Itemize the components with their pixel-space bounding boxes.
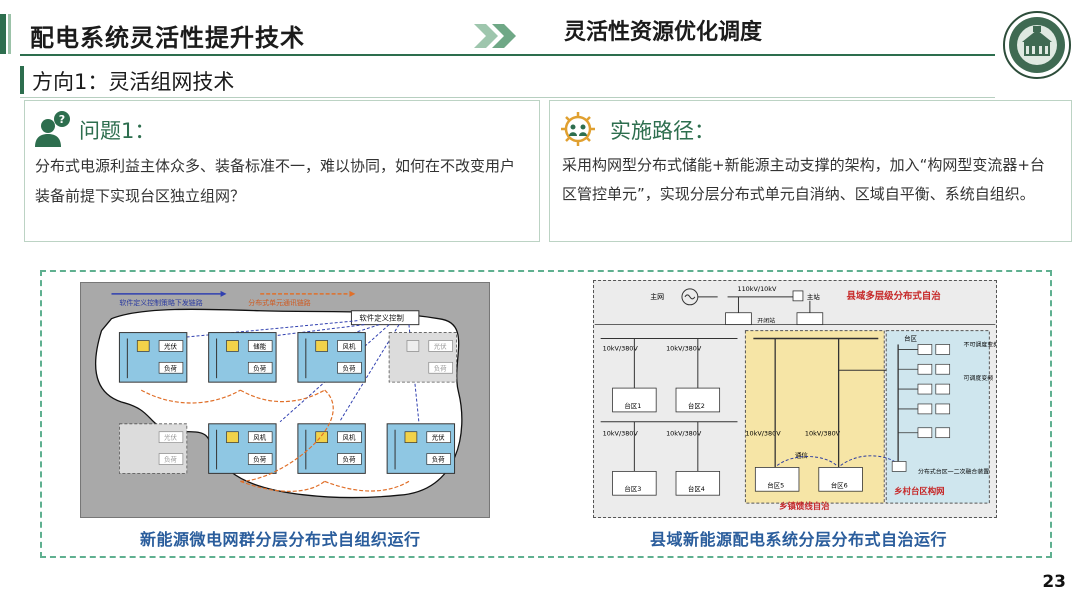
svg-text:台区5: 台区5 <box>767 480 784 489</box>
solution-box: 实施路径： 采用构网型分布式储能+新能源主动支撑的架构，加入“构网型变流器+台区… <box>549 100 1072 242</box>
tr-label-2: 10kV/380V <box>666 344 702 352</box>
svg-text:负荷: 负荷 <box>343 363 356 372</box>
svg-text:负荷: 负荷 <box>253 363 266 372</box>
svg-text:负荷: 负荷 <box>164 363 177 372</box>
svg-text:软件定义控制策略下发链路: 软件定义控制策略下发链路 <box>119 298 202 307</box>
svg-text:光伏: 光伏 <box>164 341 177 350</box>
direction-heading: 方向1：灵活组网技术 <box>32 70 235 94</box>
header-accent-bar <box>0 14 6 54</box>
header-accent-bar-light <box>8 14 11 54</box>
header-divider <box>20 54 995 56</box>
area-box-4: 台区4 <box>675 421 721 496</box>
tr-label-6: 10kV/380V <box>805 430 841 438</box>
fusion-device-icon <box>891 461 907 472</box>
communication-links <box>140 389 410 492</box>
solution-text: 采用构网型分布式储能+新能源主动支撑的架构，加入“构网型变流器+台区管控单元”，… <box>562 156 1045 203</box>
gear-people-icon <box>561 112 595 146</box>
main-station-icon <box>792 290 804 302</box>
figure-panel <box>40 270 1052 558</box>
controller-label: 软件定义控制 <box>359 313 404 323</box>
fusion-device-label: 分布式台区一二次融合装置 <box>918 467 989 475</box>
page-title: 配电系统灵活性提升技术 <box>30 24 305 52</box>
svg-text:风机: 风机 <box>343 341 356 350</box>
unit-8: 光伏 负荷 <box>386 423 456 474</box>
county-title-label: 县域多层级分布式自治 <box>847 290 942 302</box>
main-grid-label: 主网 <box>650 292 664 301</box>
problem-box: ? 问题1： 分布式电源利益主体众多、装备标准不一，难以协同，如何在不改变用户装… <box>24 100 540 242</box>
tr-label-1: 10kV/380V <box>603 344 639 352</box>
tr-label-5: 10kV/380V <box>745 430 781 438</box>
left-figure-caption: 新能源微电网群分层分布式自组织运行 <box>140 530 421 549</box>
switch-station-left <box>725 312 752 326</box>
svg-text:台区1: 台区1 <box>624 401 641 410</box>
unit-6: 风机 负荷 <box>208 423 277 474</box>
village-region <box>885 330 990 504</box>
area-box-2: 台区2 <box>675 338 721 413</box>
tr-label-4: 10kV/380V <box>666 430 702 438</box>
double-chevron-right-icon <box>474 24 516 48</box>
village-area-label: 台区 <box>904 333 917 342</box>
switch-station-right <box>796 312 824 326</box>
user-question-icon: ? <box>35 111 70 147</box>
legend-orange: 分布式单元通讯链路 <box>248 290 356 307</box>
village-device-rows <box>917 344 951 439</box>
svg-text:台区2: 台区2 <box>688 401 705 410</box>
svg-text:风机: 风机 <box>343 433 356 442</box>
solution-title: 实施路径： <box>610 119 715 143</box>
direction-accent-bar <box>20 66 24 94</box>
svg-text:储能: 储能 <box>253 341 266 350</box>
legend-blue: 软件定义控制策略下发链路 <box>111 290 227 307</box>
area-box-6: 台区6 <box>818 338 863 492</box>
svg-text:负荷: 负荷 <box>343 454 356 463</box>
village-region-label: 乡村台区构网 <box>894 486 944 496</box>
unit-7: 风机 负荷 <box>297 423 366 474</box>
section-subtitle: 灵活性资源优化调度 <box>564 20 763 45</box>
svg-text:?: ? <box>59 113 65 126</box>
university-seal-icon <box>1003 11 1071 79</box>
county-distribution-diagram: 主网 110kV/10kV 主站 县域多层级分布式自治 开闭站 10kV/380… <box>593 280 997 518</box>
controller-box <box>350 310 420 326</box>
comm-label: 通信 <box>795 451 808 460</box>
svg-text:台区3: 台区3 <box>624 484 641 493</box>
svg-text:负荷: 负荷 <box>434 363 447 372</box>
direction-divider <box>20 97 995 98</box>
unit-2: 储能 负荷 <box>208 332 277 383</box>
svg-text:负荷: 负荷 <box>164 454 177 463</box>
area-box-5: 台区5 <box>754 338 800 492</box>
page-number: 23 <box>1042 572 1066 592</box>
svg-text:风机: 风机 <box>253 433 266 442</box>
unit-3: 风机 负荷 <box>297 332 366 383</box>
svg-text:光伏: 光伏 <box>432 433 445 442</box>
svg-text:负荷: 负荷 <box>432 454 445 463</box>
transformer-label: 110kV/10kV <box>737 285 777 293</box>
svg-text:光伏: 光伏 <box>434 341 447 350</box>
unit-1: 光伏 负荷 <box>118 332 188 383</box>
area-box-1: 台区1 <box>612 338 657 413</box>
problem-title: 问题1： <box>79 119 156 143</box>
svg-text:分布式单元通讯链路: 分布式单元通讯链路 <box>248 298 311 307</box>
main-station-label: 主站 <box>807 292 820 301</box>
svg-text:负荷: 负荷 <box>253 454 266 463</box>
feeder-region-label: 乡镇馈线自治 <box>779 501 830 511</box>
unit-5-inactive: 光伏 负荷 <box>119 423 188 474</box>
switch-station-label: 开闭站 <box>757 317 775 325</box>
tr-label-3: 10kV/380V <box>603 430 639 438</box>
svg-text:光伏: 光伏 <box>164 433 177 442</box>
svg-text:台区4: 台区4 <box>688 484 705 493</box>
microgrid-cluster-diagram: 软件定义控制策略下发链路 分布式单元通讯链路 软件定义控制 光伏 负荷 储能 负… <box>80 282 490 518</box>
controllable-label: 可调度变频 <box>964 374 994 382</box>
area-box-3: 台区3 <box>612 421 657 496</box>
uncontrollable-label: 不可调度变频 <box>964 340 997 348</box>
right-figure-caption: 县域新能源配电系统分层分布式自治运行 <box>650 530 948 549</box>
problem-text: 分布式电源利益主体众多、装备标准不一，难以协同，如何在不改变用户装备前提下实现台… <box>35 157 516 205</box>
unit-4-inactive: 光伏 负荷 <box>388 332 457 383</box>
svg-text:台区6: 台区6 <box>831 480 848 489</box>
